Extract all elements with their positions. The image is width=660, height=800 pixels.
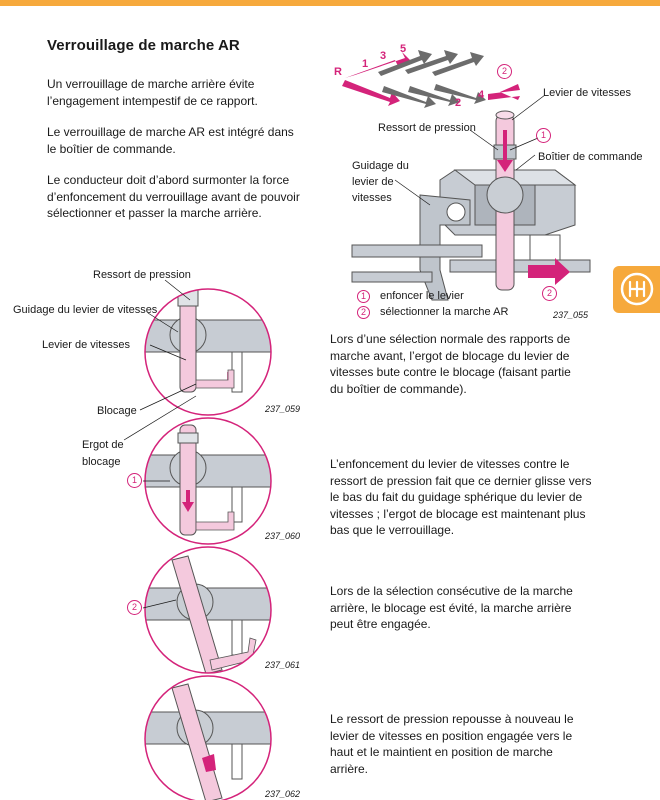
figure-id-detail-3: 237_061 [265, 660, 301, 670]
legend-marker-2: 2 [357, 306, 370, 319]
chapter-side-tab [613, 266, 660, 313]
detail-4-frame [144, 675, 272, 800]
detail-paragraph-4: Le ressort de pression repousse à nouvea… [330, 712, 574, 776]
label-boitier-main: Boîtier de commande [538, 151, 643, 163]
figure-id-main: 237_055 [553, 310, 589, 320]
detail-label-ressort: Ressort de pression [93, 269, 191, 281]
intro-paragraph-2: Le verrouillage de marche AR est intégré… [47, 125, 294, 156]
page-title: Verrouillage de marche AR [47, 37, 240, 54]
marker-1-icon: 1 [536, 128, 551, 143]
gear-label-3: 3 [380, 50, 387, 62]
detail-2-drawing [145, 424, 271, 536]
gear-label-5: 5 [400, 43, 407, 55]
figure-id-detail-4: 237_062 [265, 789, 301, 799]
label-levier-main: Levier de vitesses [543, 87, 632, 99]
header-accent-bar [0, 0, 660, 6]
detail-leaders [123, 279, 197, 609]
gearshift-icon [620, 272, 654, 306]
detail-3-frame [144, 546, 272, 674]
legend-text-2: sélectionner la marche AR [380, 306, 509, 318]
gear-label-r: R [334, 66, 342, 78]
legend-text-1: enfoncer le levier [380, 290, 464, 302]
gear-label-2: 2 [455, 97, 462, 109]
figure-id-detail-1: 237_059 [265, 404, 301, 414]
detail-label-levier: Levier de vitesses [42, 339, 131, 351]
detail-1-drawing [145, 289, 271, 393]
detail-4-drawing [145, 683, 271, 800]
label-guidage-main: Guidage du levier de vitesses [352, 160, 409, 204]
detail-3-drawing [145, 555, 271, 673]
main-shift-lever [486, 110, 570, 291]
detail-1-frame [144, 288, 272, 416]
detail-paragraph-2: L’enfoncement du levier de vitesses cont… [330, 457, 592, 537]
label-ressort-main: Ressort de pression [378, 122, 476, 134]
figure-id-detail-2: 237_060 [265, 531, 301, 541]
detail-label-blocage: Blocage [97, 405, 137, 417]
main-figure-leaders [394, 94, 546, 206]
legend-marker-1: 1 [357, 290, 370, 303]
gear-label-1: 1 [362, 58, 369, 70]
detail-label-guidage: Guidage du levier de vitesses [13, 304, 158, 316]
detail-2-marker-icon: 1 [127, 473, 142, 488]
detail-label-ergot: Ergot de blocage [82, 439, 124, 468]
intro-paragraph-1: Un verrouillage de marche arrière évite … [47, 77, 258, 108]
gear-pattern-arrows [342, 50, 520, 108]
detail-paragraph-3: Lors de la sélection consécutive de la m… [330, 584, 573, 631]
detail-3-marker-icon: 2 [127, 600, 142, 615]
gear-label-4: 4 [478, 89, 485, 101]
intro-paragraph-3: Le conducteur doit d’abord surmonter la … [47, 173, 300, 220]
marker-2-icon: 2 [497, 64, 512, 79]
detail-paragraph-1: Lors d’une sélection normale des rapport… [330, 332, 571, 396]
marker-2-lower-icon: 2 [542, 286, 557, 301]
